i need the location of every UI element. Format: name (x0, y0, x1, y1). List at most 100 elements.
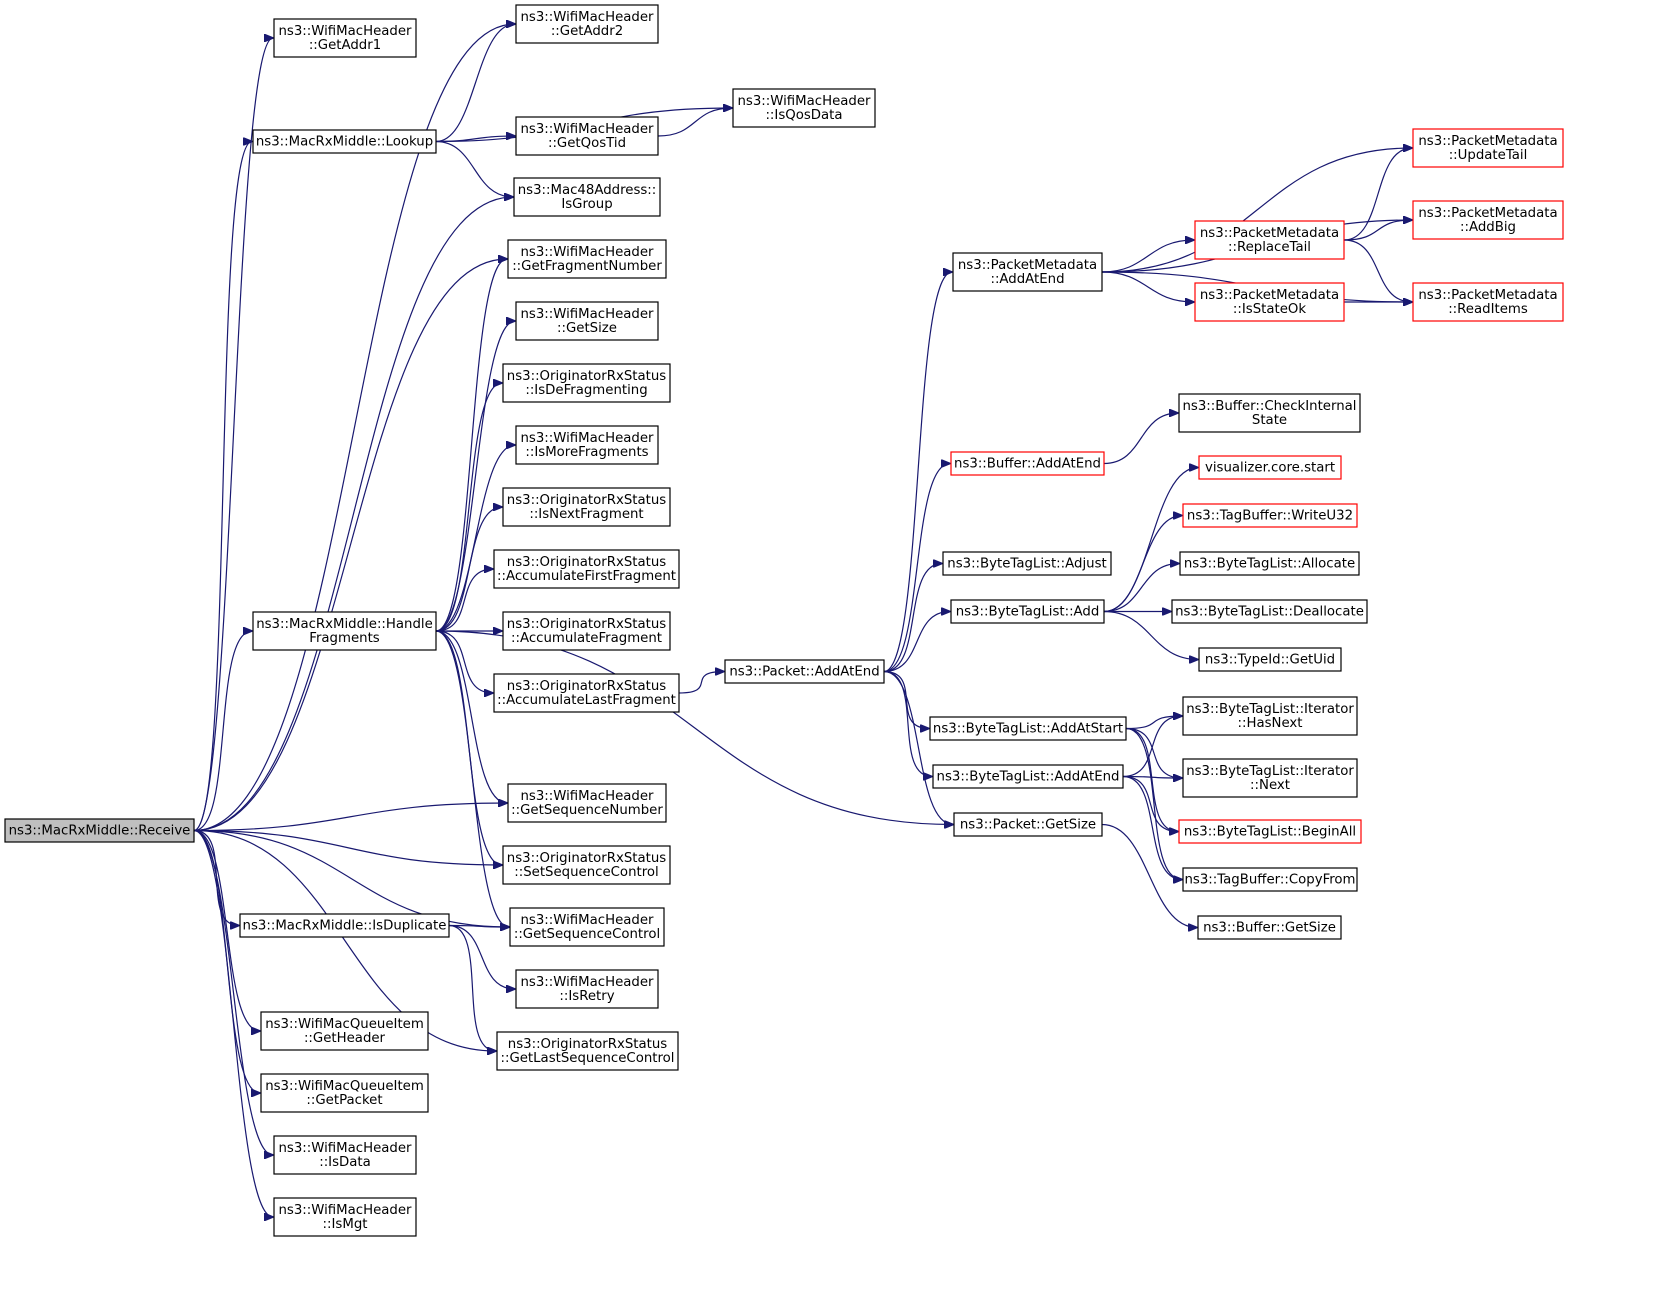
node-label: ns3::OriginatorRxStatus (507, 617, 666, 632)
node-box (502, 487, 671, 527)
edge-lookup-to-getqostid (435, 136, 515, 143)
node-label: ns3::ByteTagList::Deallocate (1175, 605, 1364, 620)
node-label: ns3::ByteTagList::Iterator (1186, 764, 1354, 779)
node-label: ns3::Packet::AddAtEnd (729, 665, 879, 680)
node-label: ns3::TagBuffer::WriteU32 (1187, 509, 1353, 524)
node-label: ns3::PacketMetadata (1200, 288, 1339, 303)
node-isgroup[interactable]: ns3::Mac48Address::IsGroup (513, 177, 661, 217)
node-label: ::ReplaceTail (1228, 240, 1311, 255)
node-pm-updatetail[interactable]: ns3::PacketMetadata::UpdateTail (1412, 128, 1564, 168)
node-lookup[interactable]: ns3::MacRxMiddle::Lookup (252, 129, 437, 154)
edge-pkt-addatend-to-pkt-getsize (883, 670, 953, 825)
node-label: ns3::ByteTagList::Adjust (947, 557, 1106, 572)
node-label: ns3::ByteTagList::Allocate (1184, 557, 1355, 572)
node-isdata[interactable]: ns3::WifiMacHeader::IsData (273, 1135, 417, 1175)
node-btl-beginall[interactable]: ns3::ByteTagList::BeginAll (1178, 819, 1362, 844)
node-box (1198, 647, 1342, 672)
node-getlastseq[interactable]: ns3::OriginatorRxStatus::GetLastSequence… (496, 1031, 679, 1071)
node-accfirst[interactable]: ns3::OriginatorRxStatus::AccumulateFirst… (493, 549, 680, 589)
node-ismgt[interactable]: ns3::WifiMacHeader::IsMgt (273, 1197, 417, 1237)
node-pm-isstateok[interactable]: ns3::PacketMetadata::IsStateOk (1194, 282, 1345, 322)
node-isduplicate[interactable]: ns3::MacRxMiddle::IsDuplicate (239, 913, 450, 938)
edge-handlefrag-to-isdefrag (435, 383, 502, 632)
node-it-hasnext[interactable]: ns3::ByteTagList::Iterator::HasNext (1182, 696, 1358, 736)
node-label: ns3::PacketMetadata (1418, 206, 1557, 221)
node-box (1412, 282, 1564, 322)
node-pkt-addatend[interactable]: ns3::Packet::AddAtEnd (724, 659, 885, 684)
node-label: ::GetHeader (304, 1031, 386, 1046)
node-acclast[interactable]: ns3::OriginatorRxStatus::AccumulateLastF… (493, 673, 680, 713)
node-viz-start[interactable]: visualizer.core.start (1198, 455, 1342, 480)
node-label: ::AccumulateFirstFragment (497, 569, 676, 584)
node-pm-addbig[interactable]: ns3::PacketMetadata::AddBig (1412, 200, 1564, 240)
edge-isduplicate-to-isretry (448, 924, 515, 990)
node-label: ns3::ByteTagList::AddAtEnd (937, 770, 1120, 785)
node-btl-allocate[interactable]: ns3::ByteTagList::Allocate (1179, 551, 1360, 576)
node-accfrag[interactable]: ns3::OriginatorRxStatus::AccumulateFragm… (502, 611, 671, 651)
node-box (1194, 282, 1345, 322)
node-typeid-getuid[interactable]: ns3::TypeId::GetUid (1198, 647, 1342, 672)
node-pm-readitems[interactable]: ns3::PacketMetadata::ReadItems (1412, 282, 1564, 322)
node-btl-adjust[interactable]: ns3::ByteTagList::Adjust (942, 551, 1112, 576)
node-label: ns3::ByteTagList::AddAtStart (933, 722, 1123, 737)
edge-pm-replacetail-to-pm-addbig (1343, 220, 1412, 241)
node-getaddr2[interactable]: ns3::WifiMacHeader::GetAddr2 (515, 4, 659, 44)
node-btl-add[interactable]: ns3::ByteTagList::Add (950, 599, 1105, 624)
node-qitem-hdr[interactable]: ns3::WifiMacQueueItem::GetHeader (260, 1011, 429, 1051)
node-pm-addatend[interactable]: ns3::PacketMetadata::AddAtEnd (952, 252, 1103, 292)
node-buf-addatend[interactable]: ns3::Buffer::AddAtEnd (950, 451, 1105, 476)
node-box (515, 4, 659, 44)
node-qitem-pkt[interactable]: ns3::WifiMacQueueItem::GetPacket (260, 1073, 429, 1113)
node-box (929, 716, 1127, 741)
node-box (493, 549, 680, 589)
node-getseqctrl[interactable]: ns3::WifiMacHeader::GetSequenceControl (509, 907, 665, 947)
node-layer: ns3::MacRxMiddle::Receivens3::WifiMacHea… (4, 4, 1564, 1237)
node-ismorefrag[interactable]: ns3::WifiMacHeader::IsMoreFragments (515, 425, 659, 465)
node-pkt-getsize[interactable]: ns3::Packet::GetSize (953, 812, 1103, 837)
node-getseqnum[interactable]: ns3::WifiMacHeader::GetSequenceNumber (507, 783, 667, 823)
node-box (942, 551, 1112, 576)
node-label: ns3::WifiMacHeader (520, 307, 654, 322)
node-box (1412, 200, 1564, 240)
node-isdefrag[interactable]: ns3::OriginatorRxStatus::IsDeFragmenting (502, 363, 671, 403)
node-buf-getsize[interactable]: ns3::Buffer::GetSize (1197, 915, 1342, 940)
edge-btl-addatend-to-tb-copyfrom (1122, 775, 1182, 880)
edge-btl-add-to-tb-writeu32 (1103, 516, 1182, 613)
node-isretry[interactable]: ns3::WifiMacHeader::IsRetry (515, 969, 659, 1009)
node-receive[interactable]: ns3::MacRxMiddle::Receive (4, 818, 195, 843)
node-label: ::IsDeFragmenting (525, 383, 647, 398)
edge-pkt-addatend-to-pm-addatend (883, 272, 952, 673)
node-tb-writeu32[interactable]: ns3::TagBuffer::WriteU32 (1182, 503, 1358, 528)
node-btl-addatend[interactable]: ns3::ByteTagList::AddAtEnd (932, 764, 1124, 789)
node-getsize-hdr[interactable]: ns3::WifiMacHeader::GetSize (515, 301, 659, 341)
node-box (950, 599, 1105, 624)
node-tb-copyfrom[interactable]: ns3::TagBuffer::CopyFrom (1182, 867, 1358, 892)
edge-pkt-addatend-to-btl-addatend (883, 670, 932, 777)
edge-pkt-addatend-to-btl-addatstart (883, 670, 929, 729)
node-box (932, 764, 1124, 789)
node-box (513, 177, 661, 217)
edge-receive-to-ismgt (193, 829, 273, 1218)
node-it-next[interactable]: ns3::ByteTagList::Iterator::Next (1182, 758, 1358, 798)
node-label: ns3::WifiMacQueueItem (265, 1079, 424, 1094)
edge-receive-to-getlastseq (193, 829, 496, 1052)
edge-handlefrag-to-isnextfrag (435, 507, 502, 632)
node-pm-replacetail[interactable]: ns3::PacketMetadata::ReplaceTail (1194, 220, 1345, 260)
node-setseqctrl[interactable]: ns3::OriginatorRxStatus::SetSequenceCont… (502, 845, 671, 885)
node-box (1182, 696, 1358, 736)
node-label: State (1252, 413, 1287, 428)
node-isqosdata[interactable]: ns3::WifiMacHeader::IsQosData (732, 88, 876, 128)
node-getfragnum[interactable]: ns3::WifiMacHeader::GetFragmentNumber (507, 239, 667, 279)
node-isnextfrag[interactable]: ns3::OriginatorRxStatus::IsNextFragment (502, 487, 671, 527)
node-box (493, 673, 680, 713)
node-box (1182, 503, 1358, 528)
node-label: ns3::OriginatorRxStatus (507, 493, 666, 508)
node-getqostid[interactable]: ns3::WifiMacHeader::GetQosTid (515, 116, 659, 156)
node-btl-deallocate[interactable]: ns3::ByteTagList::Deallocate (1171, 599, 1368, 624)
node-btl-addatstart[interactable]: ns3::ByteTagList::AddAtStart (929, 716, 1127, 741)
node-getaddr1[interactable]: ns3::WifiMacHeader::GetAddr1 (273, 18, 417, 58)
node-label: ns3::WifiMacHeader (520, 431, 654, 446)
node-box (1194, 220, 1345, 260)
